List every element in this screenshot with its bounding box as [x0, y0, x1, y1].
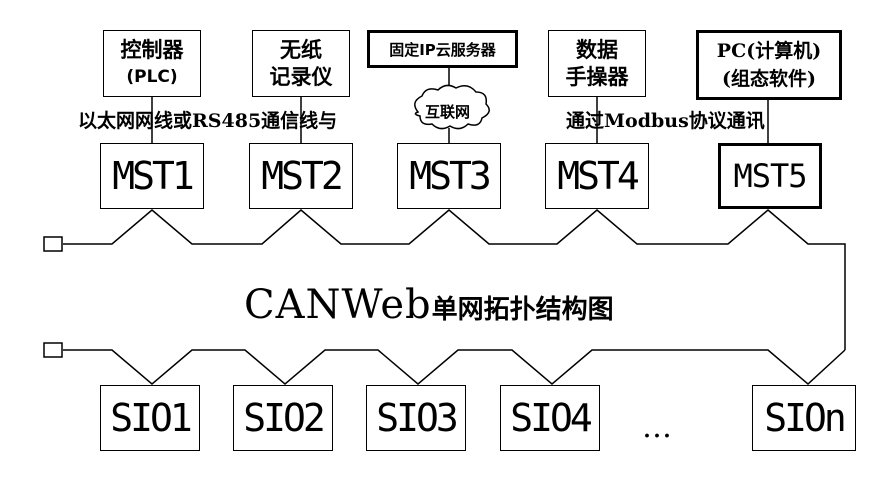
- mst-node: MST5: [718, 143, 822, 209]
- connection-note-left: 以太网网线或RS485通信线与: [78, 110, 338, 132]
- upper-bus: [63, 209, 846, 350]
- pc-box: PC(计算机) (组态软件): [696, 30, 842, 100]
- handheld-box: 数据 手操器: [548, 30, 646, 97]
- plc-label: 控制器: [120, 37, 184, 62]
- lower-bus: [63, 349, 846, 386]
- pc-sublabel: (组态软件): [722, 68, 816, 90]
- sio-node-label: SIO2: [243, 396, 325, 440]
- pc-label: PC(计算机): [716, 40, 822, 62]
- mst-node-label: MST2: [261, 154, 343, 198]
- recorder-box: 无纸 记录仪: [252, 30, 350, 97]
- mst-node-label: MST1: [112, 154, 194, 198]
- sio-node: SIO1: [100, 385, 200, 451]
- internet-label: 互联网: [425, 103, 471, 121]
- ellipsis: …: [642, 410, 672, 445]
- diagram-title: CANWeb单网拓扑结构图: [244, 282, 614, 328]
- mst-node: MST4: [545, 143, 649, 209]
- sio-node-label: SIO3: [376, 396, 458, 440]
- internet-cloud-icon: [414, 84, 490, 130]
- connection-note-right: 通过Modbus协议通讯: [566, 110, 765, 132]
- sio-node-label: SIO4: [510, 396, 592, 440]
- plc-sublabel: (PLC): [126, 66, 178, 87]
- handheld-label: 数据: [576, 37, 618, 62]
- mst-node-label: MST4: [557, 154, 639, 198]
- mst-node-label: MST5: [733, 157, 807, 195]
- recorder-sublabel: 记录仪: [269, 64, 333, 89]
- sio-node: SIO2: [233, 385, 333, 451]
- mst-node: MST2: [249, 143, 353, 209]
- upper-bus-terminal: [43, 236, 63, 252]
- mst-node: MST3: [397, 143, 501, 209]
- sio-node-label: SIO1: [110, 396, 192, 440]
- sio-node: SIOn: [752, 385, 856, 451]
- mst-node-label: MST3: [409, 154, 491, 198]
- diagram-title-en: CANWeb: [244, 282, 432, 328]
- cloud-server-label: 固定IP云服务器: [389, 40, 496, 59]
- recorder-label: 无纸: [280, 37, 322, 62]
- plc-box: 控制器 (PLC): [103, 30, 201, 97]
- cloud-server-box: 固定IP云服务器: [367, 30, 518, 68]
- sio-node-label: SIOn: [764, 396, 846, 440]
- lower-bus-terminal: [43, 342, 63, 358]
- sio-node: SIO4: [500, 385, 600, 451]
- handheld-sublabel: 手操器: [565, 64, 629, 89]
- diagram-title-cn: 单网拓扑结构图: [431, 295, 614, 325]
- sio-node: SIO3: [366, 385, 466, 451]
- mst-node: MST1: [100, 143, 204, 209]
